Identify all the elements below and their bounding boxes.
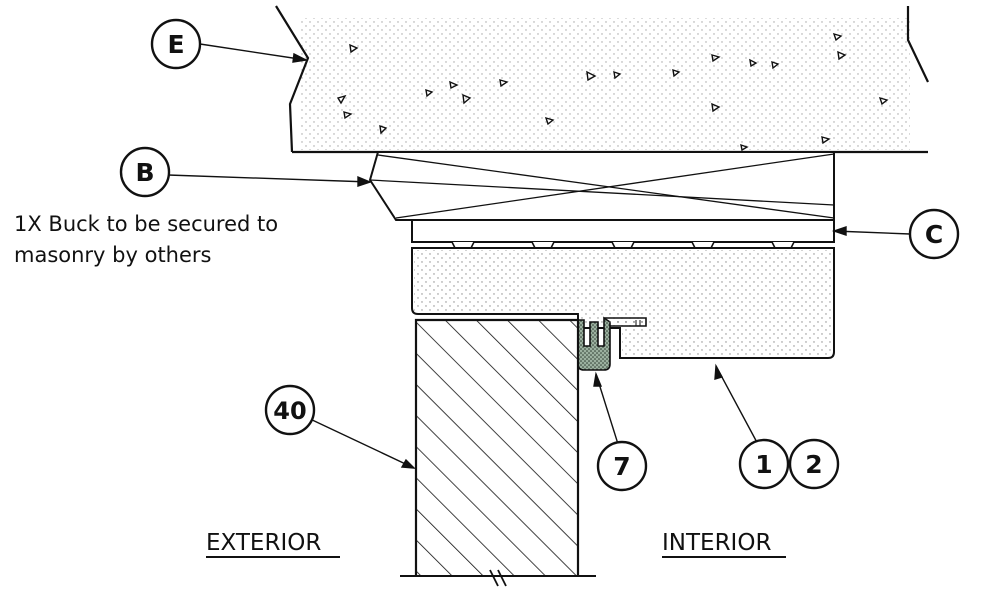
callout-1: 1 xyxy=(738,438,790,490)
callout-b: B xyxy=(119,146,171,198)
frame-profile xyxy=(411,247,835,359)
weatherseal xyxy=(577,316,647,371)
svg-text:B: B xyxy=(135,158,154,187)
svg-text:C: C xyxy=(925,220,943,249)
svg-text:INTERIOR: INTERIOR xyxy=(662,530,771,556)
exterior-label: EXTERIOR xyxy=(206,530,340,558)
wall-jamb xyxy=(400,318,596,587)
aggregate-marks xyxy=(336,32,889,152)
callout-e: E xyxy=(150,18,202,70)
callout-7: 7 xyxy=(596,440,648,492)
callout-2: 2 xyxy=(788,438,840,490)
buck-note-line-1: 1X Buck to be secured to xyxy=(14,212,278,236)
concrete-header xyxy=(275,5,929,154)
interior-label: INTERIOR xyxy=(662,530,786,558)
leader-lines xyxy=(167,43,911,469)
buck-note: 1X Buck to be secured to masonry by othe… xyxy=(14,212,278,267)
svg-text:7: 7 xyxy=(613,452,630,481)
svg-text:E: E xyxy=(167,30,184,59)
callout-40: 40 xyxy=(264,384,316,436)
svg-text:EXTERIOR: EXTERIOR xyxy=(206,530,321,556)
head-channel xyxy=(411,219,835,251)
callout-c: C xyxy=(908,208,960,260)
svg-text:1: 1 xyxy=(755,450,772,479)
svg-text:40: 40 xyxy=(273,397,306,425)
svg-text:2: 2 xyxy=(805,450,822,479)
wood-buck xyxy=(368,151,835,221)
buck-note-line-2: masonry by others xyxy=(14,243,211,267)
